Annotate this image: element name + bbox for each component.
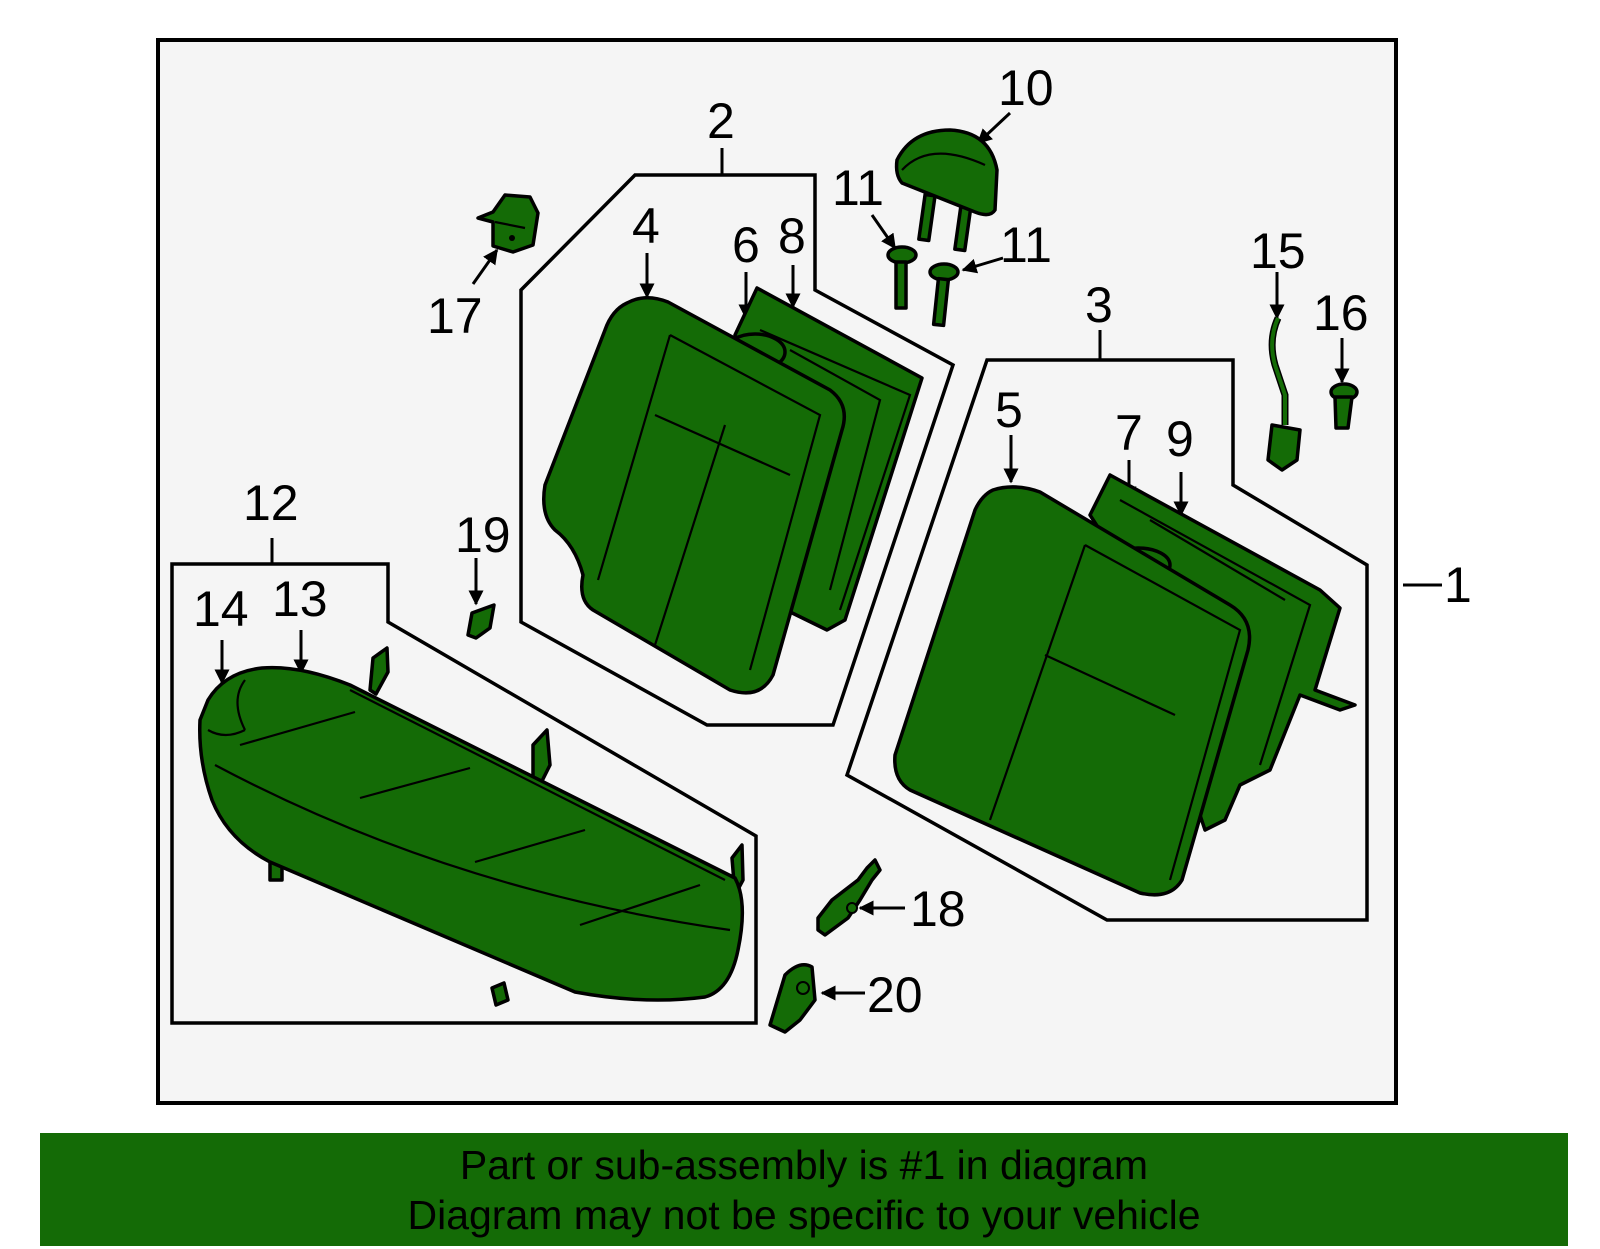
hinge-bracket [816,858,882,937]
right-seatback-cushion [893,485,1252,897]
callout-3: 3 [1085,277,1113,333]
callout-16: 16 [1313,285,1369,341]
callout-6: 6 [732,217,760,273]
callout-11-left: 11 [832,160,884,216]
callout-2: 2 [707,93,735,149]
callout-19: 19 [455,507,511,563]
seat-cushion [198,646,745,1007]
info-banner: Part or sub-assembly is #1 in diagram Di… [40,1133,1568,1246]
left-seatback-cushion [542,296,846,695]
group-outline-2 [519,173,956,727]
callout-9: 9 [1166,411,1194,467]
callout-8: 8 [778,208,806,264]
callout-17: 17 [427,288,483,344]
banner-line-1: Part or sub-assembly is #1 in diagram [459,1141,1149,1188]
callout-18: 18 [910,881,966,937]
release-cable [1266,316,1302,472]
callout-14: 14 [193,581,249,637]
group-outline-3 [844,358,1369,922]
bolt [1329,382,1359,430]
bracket [466,603,496,640]
callout-13: 13 [272,571,328,627]
callout-7: 7 [1115,405,1143,461]
headrest-guide-left [886,245,918,310]
banner-line-2: Diagram may not be specific to your vehi… [407,1191,1201,1238]
callout-10: 10 [998,60,1054,116]
callout-4: 4 [632,198,660,254]
callout-11-right: 11 [1000,217,1052,273]
headrest [894,128,999,253]
callout-1: 1 [1444,557,1472,613]
callout-5: 5 [995,382,1023,438]
seatback-latch [476,193,540,254]
callout-leaders [214,111,1442,1001]
trim-cover [768,963,817,1034]
group-outline-12 [170,562,758,1025]
headrest-guide-right [928,262,960,328]
callout-15: 15 [1250,223,1306,279]
callout-12: 12 [243,475,299,531]
callout-20: 20 [867,967,923,1023]
